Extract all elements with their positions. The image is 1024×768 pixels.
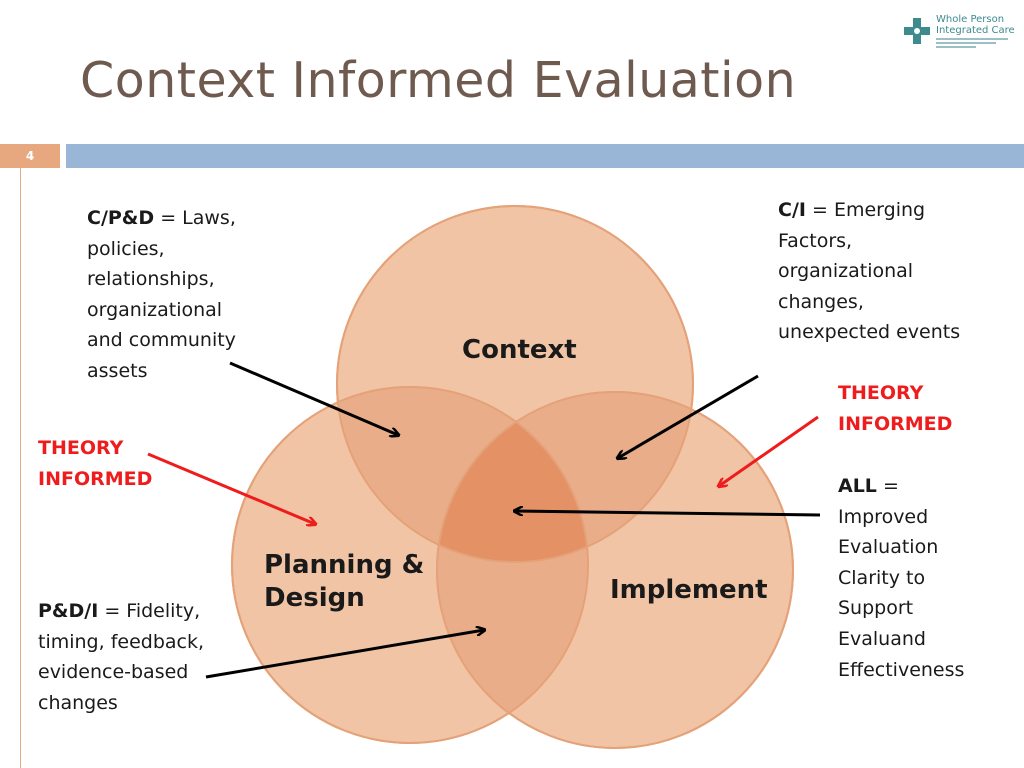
note-ci-line: Factors, — [778, 229, 853, 252]
logo-text: Whole Person Integrated Care — [936, 14, 1015, 36]
theory-informed-right: THEORY INFORMED — [838, 378, 952, 439]
logo-subtext — [936, 38, 1008, 48]
logo-line-2: Integrated Care — [936, 25, 1015, 36]
note-all-text: = — [876, 475, 899, 497]
label-context: Context — [462, 335, 577, 365]
slide-number: 4 — [0, 144, 60, 168]
note-cpd-line: relationships, — [87, 268, 215, 291]
note-all-line: Improved — [838, 505, 929, 528]
note-cpd-line: and community — [87, 329, 236, 352]
note-all-line: Effectiveness — [838, 658, 965, 681]
arrow-pdi — [205, 630, 484, 679]
cross-logo-icon — [904, 18, 930, 44]
label-implement: Implement — [610, 575, 768, 605]
theory-right-line: INFORMED — [838, 412, 953, 435]
note-all-key: ALL — [838, 475, 877, 497]
theory-left-line: INFORMED — [38, 467, 153, 490]
note-cpd-text: = Laws, — [154, 207, 236, 229]
note-pdi-line: changes — [38, 691, 118, 714]
label-planning-line1: Planning & — [264, 550, 425, 580]
note-cpd-key: C/P&D — [87, 207, 155, 229]
note-ci-key: C/I — [778, 199, 806, 221]
arrow-theory-right — [719, 415, 819, 486]
note-all-first-line: ALL = — [838, 471, 964, 502]
overlap-center — [437, 392, 588, 562]
note-all-line: Clarity to — [838, 566, 926, 589]
note-cpd-line: policies, — [87, 237, 165, 260]
note-all: ALL = Improved Evaluation Clarity to Sup… — [838, 471, 964, 685]
arrow-cpd — [229, 361, 398, 435]
logo-line-1: Whole Person — [936, 14, 1005, 25]
note-ci-line: unexpected events — [778, 321, 961, 344]
note-pdi: P&D/I = Fidelity, timing, feedback, evid… — [38, 596, 204, 718]
note-cpd-line: organizational — [87, 298, 223, 321]
note-cpd-line: assets — [87, 359, 148, 382]
arrow-all — [515, 511, 821, 517]
arrow-theory-left — [147, 452, 315, 524]
theory-informed-left: THEORY INFORMED — [38, 433, 152, 494]
header-accent-bar — [66, 144, 1024, 168]
logo: Whole Person Integrated Care — [904, 14, 1016, 60]
theory-left-line: THEORY — [38, 437, 124, 459]
note-pdi-line: timing, feedback, — [38, 630, 205, 653]
note-pdi-key: P&D/I — [38, 600, 99, 622]
note-cpd: C/P&D = Laws, policies, relationships, o… — [87, 203, 236, 387]
note-all-line: Evaluand — [838, 627, 926, 650]
note-pdi-line: evidence-based — [38, 661, 189, 684]
note-all-line: Evaluation — [838, 536, 939, 559]
note-ci-line: organizational — [778, 260, 914, 283]
note-ci-line: changes, — [778, 290, 864, 313]
theory-right-line: THEORY — [838, 382, 924, 404]
label-planning-design: Planning & Design — [264, 549, 424, 615]
label-planning-line2: Design — [264, 583, 365, 613]
page-title: Context Informed Evaluation — [80, 52, 797, 109]
arrow-ci — [618, 374, 759, 458]
note-all-line: Support — [838, 597, 914, 620]
note-pdi-first-line: P&D/I = Fidelity, — [38, 596, 204, 627]
note-ci-text: = Emerging — [805, 199, 926, 221]
note-ci: C/I = Emerging Factors, organizational c… — [778, 195, 960, 348]
note-ci-first-line: C/I = Emerging — [778, 195, 960, 226]
note-cpd-first-line: C/P&D = Laws, — [87, 203, 236, 234]
note-pdi-text: = Fidelity, — [98, 600, 201, 622]
left-accent-line — [20, 168, 21, 768]
